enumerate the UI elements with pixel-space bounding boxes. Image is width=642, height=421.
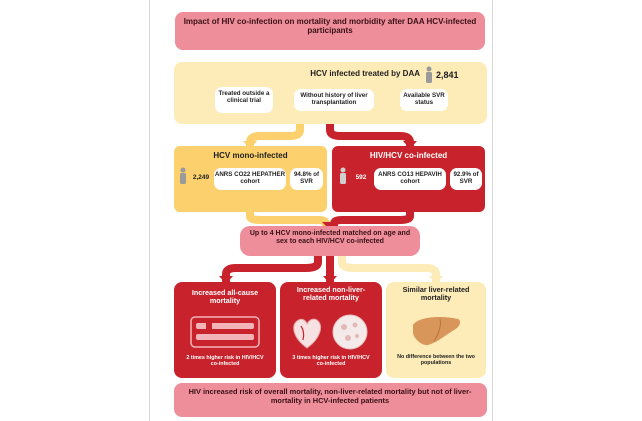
criterion-3: Available SVR status (400, 89, 448, 111)
arrowhead-out3 (429, 276, 443, 284)
treated-title: HCV infected treated by DAA (310, 69, 420, 78)
person-icon (340, 167, 346, 184)
arrow-out1 (222, 256, 322, 282)
person-icon (180, 167, 186, 184)
criterion-1: Treated outside a clinical trial (215, 87, 273, 113)
matching-box (240, 226, 420, 256)
figure-frame (149, 0, 493, 421)
conclusion-box (174, 383, 487, 417)
mono-title: HCV mono-infected (213, 151, 288, 160)
outcome-2-foot: 3 times higher risk in HIV/HCV co-infect… (292, 355, 370, 368)
co-cohort: ANRS CO13 HEPAVIH cohort (374, 168, 446, 190)
co-title: HIV/HCV co-infected (369, 151, 448, 160)
matching-text: Up to 4 HCV mono-infected matched on age… (249, 230, 411, 246)
co-count: 592 (355, 174, 367, 181)
mono-count: 2,249 (192, 174, 210, 181)
liver-icon (413, 317, 461, 346)
outcome-2-title: Increased non-liver-related mortality (296, 285, 366, 303)
arrowhead-co (403, 141, 417, 149)
conclusion-text: HIV increased risk of overall mortality,… (188, 387, 472, 405)
criterion-2: Without history of liver transplantation (294, 89, 374, 111)
arrow-to-co (326, 124, 414, 146)
outcome-3-title: Similar liver-related mortality (402, 285, 470, 303)
mono-cohort: ANRS CO22 HEPATHER cohort (214, 168, 286, 190)
outcome-3-foot: No difference between the two population… (397, 354, 475, 367)
arrowhead-out1 (219, 276, 233, 284)
arrowhead-out2 (323, 276, 337, 284)
person-icon (426, 66, 432, 83)
arrow-out3 (338, 256, 440, 282)
arrowhead-mono (243, 141, 257, 149)
mono-svr: 94.8% of SVR (290, 168, 323, 190)
outcome-1-title: Increased all-cause mortality (191, 288, 259, 306)
arrow-mono-match (246, 212, 330, 226)
arrow-co-match (330, 212, 414, 226)
outcome-1-foot: 2 times higher risk in HIV/HCV co-infect… (186, 355, 264, 368)
figure-title: Impact of HIV co-infection on mortality … (183, 17, 477, 36)
title-box (175, 12, 485, 50)
heart-icon (293, 318, 321, 349)
document-icon (190, 316, 260, 348)
cell-icon (332, 314, 368, 350)
arrow-to-mono (246, 124, 304, 146)
co-svr: 92.9% of SVR (450, 168, 482, 190)
treated-count: 2,841 (436, 70, 459, 80)
